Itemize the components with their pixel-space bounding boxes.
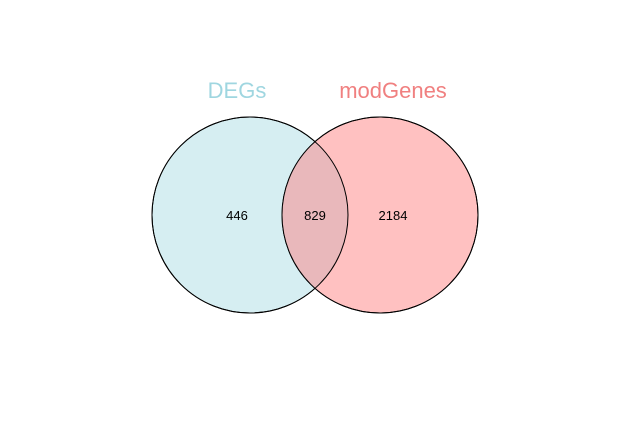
intersection-region [282,117,348,313]
modgenes-set-label: modGenes [339,78,447,103]
degs-set-label: DEGs [208,78,267,103]
modgenes-only-count: 2184 [379,208,408,223]
intersection-count: 829 [304,208,326,223]
degs-outline [151,116,349,314]
degs-only-count: 446 [226,208,248,223]
modgenes-outline [281,116,479,314]
